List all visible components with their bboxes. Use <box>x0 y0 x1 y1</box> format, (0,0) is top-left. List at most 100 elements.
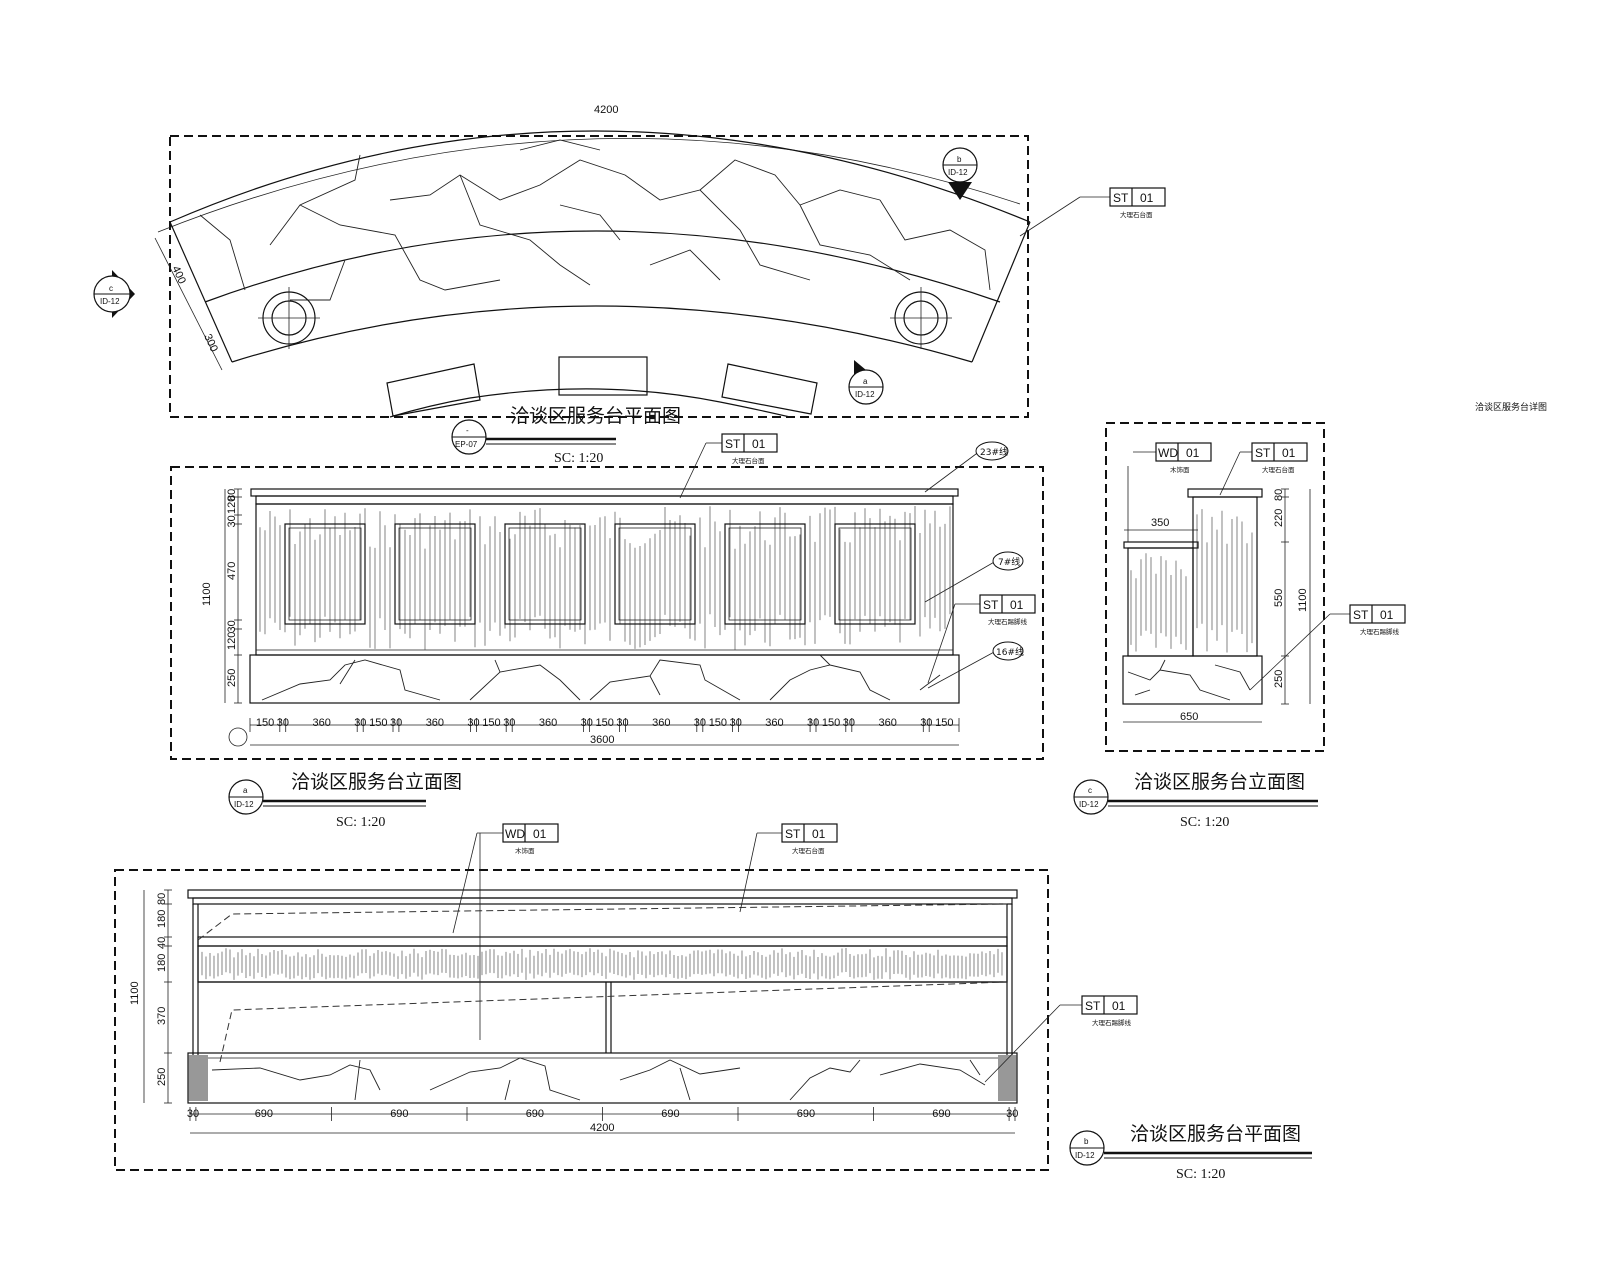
side-tag-st2-num: 01 <box>1380 608 1394 622</box>
back-tag-st2-code: ST <box>1085 999 1101 1013</box>
back-vdim-5: 250 <box>156 1068 168 1086</box>
back-tag-wd-note: 木饰面 <box>515 846 535 855</box>
front-height-dim: 1100 <box>201 582 213 606</box>
front-hdim-23: 30 <box>920 717 932 729</box>
front-hdim-4: 150 <box>369 717 387 729</box>
front-panel-inner-2 <box>398 527 472 621</box>
back-countertop <box>187 889 1018 899</box>
back-countertop-under <box>192 897 1013 905</box>
front-callout-2-text: 7#线 <box>998 556 1020 568</box>
plan-scale: SC: 1:20 <box>554 451 603 466</box>
front-panel-inner-6 <box>838 527 912 621</box>
front-base-marble <box>261 654 941 701</box>
front-hdim-16: 150 <box>709 717 727 729</box>
front-panel-6 <box>834 523 916 625</box>
back-frame <box>114 869 1049 1171</box>
side-tag-wd-num: 01 <box>1186 446 1200 460</box>
counter-mid-arc <box>204 230 1001 303</box>
side-tag-st2: ST 01 大理石踢脚线 <box>1249 604 1406 691</box>
front-hdim-13: 30 <box>616 717 628 729</box>
front-tag-mid: ST 01 大理石踢脚线 <box>927 594 1036 684</box>
front-hdim-21: 30 <box>843 717 855 729</box>
front-countertop-under <box>255 495 954 505</box>
plan-dim-left-a: 400 <box>169 264 188 286</box>
side-height-dim: 1100 <box>1297 588 1309 612</box>
plan-tag-num: 01 <box>1140 191 1154 205</box>
back-tag-st2-num: 01 <box>1112 999 1126 1013</box>
back-base-end-right <box>998 1055 1017 1101</box>
side-frame <box>1105 422 1325 752</box>
front-hdim-6: 360 <box>426 717 444 729</box>
front-hdim-11: 30 <box>581 717 593 729</box>
side-countertop <box>1187 488 1263 498</box>
side-vdim-1: 220 <box>1273 509 1285 527</box>
front-tag-mid-note: 大理石踢脚线 <box>988 617 1028 626</box>
plan-marble-veins <box>199 139 991 301</box>
front-marker-letter: a <box>243 786 248 795</box>
plan-title: 洽谈区服务台平面图 <box>510 405 681 427</box>
front-tag-mid-num: 01 <box>1010 598 1024 612</box>
back-vdim-0: 80 <box>156 893 168 905</box>
front-callout-1-text: 23#线 <box>980 446 1008 458</box>
plan-tag-note: 大理石台面 <box>1120 210 1153 219</box>
back-tag-st-note: 大理石台面 <box>792 846 825 855</box>
side-tag-st-code: ST <box>1255 446 1271 460</box>
back-marker-letter: b <box>1084 1137 1089 1146</box>
back-hdim-7: 30 <box>1006 1108 1018 1120</box>
plan-marker-top-ref: ID-12 <box>948 168 968 177</box>
side-vdim-0: 80 <box>1273 489 1285 501</box>
front-tag-top: ST 01 大理石台面 <box>679 433 778 499</box>
front-hdim-12: 150 <box>596 717 614 729</box>
counter-outer-arc <box>169 130 1031 223</box>
front-title-block: a ID-12 洽谈区服务台立面图 SC: 1:20 <box>228 771 462 830</box>
back-marker-ref: ID-12 <box>1075 1151 1095 1160</box>
front-tag-top-code: ST <box>725 437 741 451</box>
side-tag-st: ST 01 大理石台面 <box>1219 442 1308 496</box>
plan-marker-bottom-ref: ID-12 <box>855 390 875 399</box>
front-panel-5 <box>724 523 806 625</box>
plan-dim-top: 4200 <box>594 104 618 116</box>
counter-end-right <box>971 221 1031 363</box>
front-panel-inner-4 <box>618 527 692 621</box>
back-height-dim: 1100 <box>129 981 141 1005</box>
back-hdim-2: 690 <box>390 1108 408 1120</box>
plan-dim-arc <box>157 138 1021 233</box>
side-title: 洽谈区服务台立面图 <box>1134 771 1305 793</box>
front-panel-1 <box>284 523 366 625</box>
side-tag-wd-code: WD <box>1158 446 1178 460</box>
front-callout-1: 23#线 <box>924 441 1009 493</box>
plan-marker-bottom: a ID-12 <box>848 360 884 405</box>
front-body <box>255 503 954 656</box>
back-tag-wd-num: 01 <box>533 827 547 841</box>
back-title: 洽谈区服务台平面图 <box>1130 1123 1301 1145</box>
side-tag-wd: WD 01 木饰面 <box>1133 442 1212 474</box>
back-tag-wd: WD 01 木饰面 <box>452 823 559 1040</box>
side-title-block: c ID-12 洽谈区服务台立面图 SC: 1:20 <box>1073 771 1318 830</box>
chair-right <box>721 363 818 415</box>
plan-marker-top-letter: b <box>957 155 962 164</box>
front-tag-top-num: 01 <box>752 437 766 451</box>
back-title-block: b ID-12 洽谈区服务台平面图 SC: 1:20 <box>1069 1123 1312 1182</box>
front-panels <box>284 523 916 625</box>
back-hdim-4: 690 <box>661 1108 679 1120</box>
front-marker-ref: ID-12 <box>234 800 254 809</box>
back-drawer-band <box>197 945 1008 983</box>
front-callout-3-text: 16#线 <box>996 646 1024 658</box>
front-callout-2: 7#线 <box>924 551 1024 603</box>
back-tag-st-num: 01 <box>812 827 826 841</box>
front-hdim-24: 150 <box>935 717 953 729</box>
plan-material-tag: ST 01 大理石台面 <box>1019 187 1166 237</box>
plan-dim-left-line <box>154 237 223 371</box>
plan-title-block: - EP-07 洽谈区服务台平面图 SC: 1:20 <box>451 405 681 466</box>
front-vdim-0: 80 <box>226 489 238 501</box>
counter-end-left <box>169 221 233 363</box>
front-tag-mid-code: ST <box>983 598 999 612</box>
front-panel-4 <box>614 523 696 625</box>
front-hdim-19: 30 <box>807 717 819 729</box>
front-hdim-3: 30 <box>354 717 366 729</box>
back-vdim-3: 180 <box>156 954 168 972</box>
front-hdim-7: 30 <box>467 717 479 729</box>
